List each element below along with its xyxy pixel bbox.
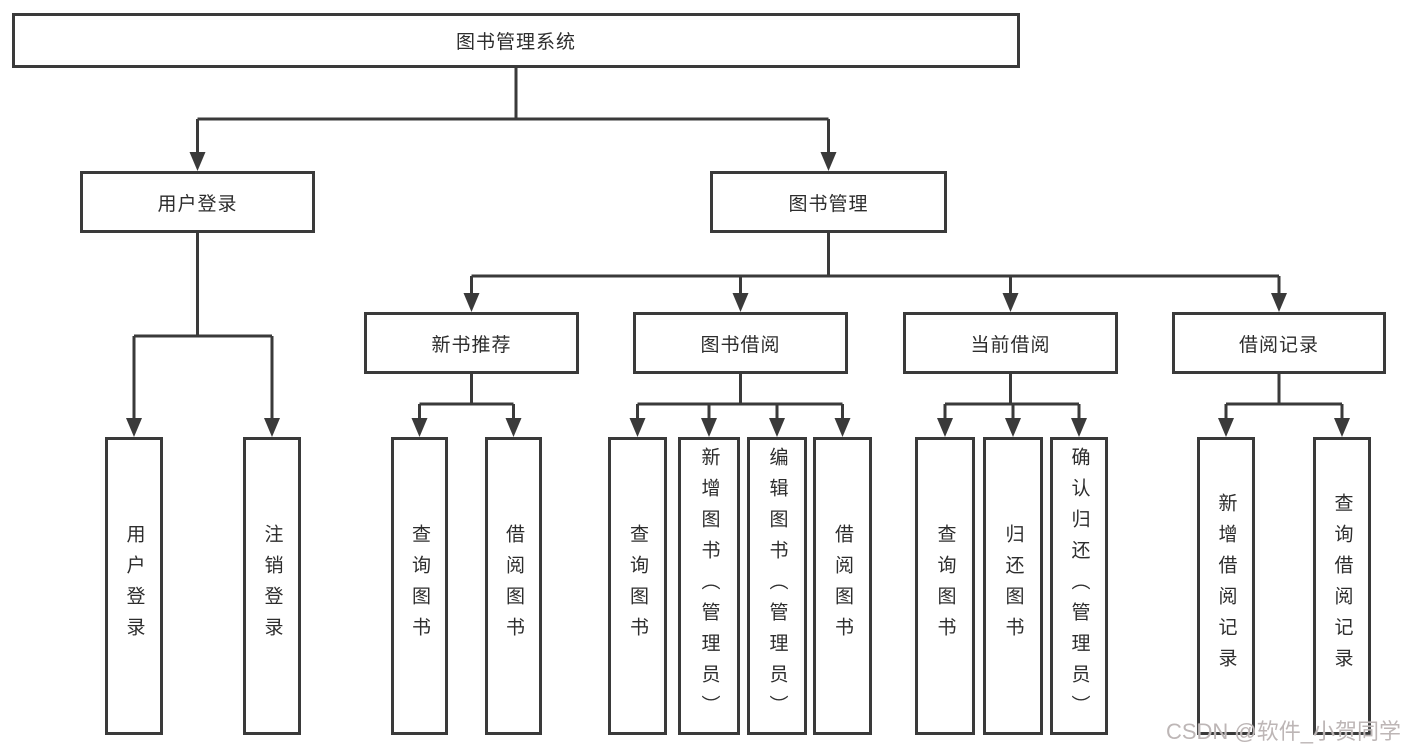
- node-label: 确认归还（管理员）: [1068, 446, 1090, 726]
- node-label: 借阅图书: [503, 524, 524, 648]
- node-label: 新书推荐: [431, 334, 512, 356]
- node-leaf-query-books-current: 查询图书: [915, 437, 975, 735]
- node-leaf-user-login: 用户登录: [105, 437, 163, 735]
- node-book-borrowing: 图书借阅: [633, 312, 848, 374]
- node-user-login: 用户登录: [80, 171, 315, 233]
- node-label: 编辑图书（管理员）: [766, 446, 788, 726]
- node-label: 图书借阅: [700, 334, 781, 356]
- node-leaf-edit-books-admin: 编辑图书（管理员）: [747, 437, 807, 735]
- node-book-management: 图书管理: [710, 171, 947, 233]
- node-label: 借阅图书: [832, 524, 853, 648]
- node-label: 当前借阅: [970, 334, 1051, 356]
- node-leaf-query-books-recommend: 查询图书: [391, 437, 448, 735]
- node-leaf-confirm-return-admin: 确认归还（管理员）: [1050, 437, 1108, 735]
- node-label: 图书管理系统: [455, 32, 576, 53]
- csdn-watermark: CSDN @软件_小贺同学: [1165, 719, 1401, 744]
- node-leaf-logout: 注销登录: [243, 437, 301, 735]
- node-label: 查询借阅记录: [1331, 493, 1353, 679]
- node-leaf-borrow-books: 借阅图书: [813, 437, 872, 735]
- node-leaf-query-books-borrowing: 查询图书: [608, 437, 667, 735]
- node-leaf-query-borrow-record: 查询借阅记录: [1313, 437, 1371, 735]
- node-label: 图书管理: [788, 193, 869, 215]
- node-borrowing-records: 借阅记录: [1172, 312, 1386, 374]
- node-current-borrowing: 当前借阅: [903, 312, 1118, 374]
- node-label: 查询图书: [627, 524, 648, 648]
- node-new-book-recommendation: 新书推荐: [364, 312, 579, 374]
- node-label: 查询图书: [409, 524, 430, 648]
- node-leaf-return-books: 归还图书: [983, 437, 1043, 735]
- node-leaf-borrow-books-recommend: 借阅图书: [485, 437, 542, 735]
- node-leaf-add-books-admin: 新增图书（管理员）: [678, 437, 740, 735]
- node-label: 新增借阅记录: [1215, 493, 1237, 679]
- node-root-library-management-system: 图书管理系统: [12, 13, 1020, 68]
- node-label: 注销登录: [261, 524, 283, 648]
- node-label: 新增图书（管理员）: [698, 446, 720, 726]
- node-label: 用户登录: [123, 524, 145, 648]
- node-label: 用户登录: [157, 193, 238, 215]
- node-label: 借阅记录: [1238, 334, 1319, 356]
- node-label: 查询图书: [934, 524, 956, 648]
- node-label: 归还图书: [1002, 524, 1024, 648]
- node-leaf-add-borrow-record: 新增借阅记录: [1197, 437, 1255, 735]
